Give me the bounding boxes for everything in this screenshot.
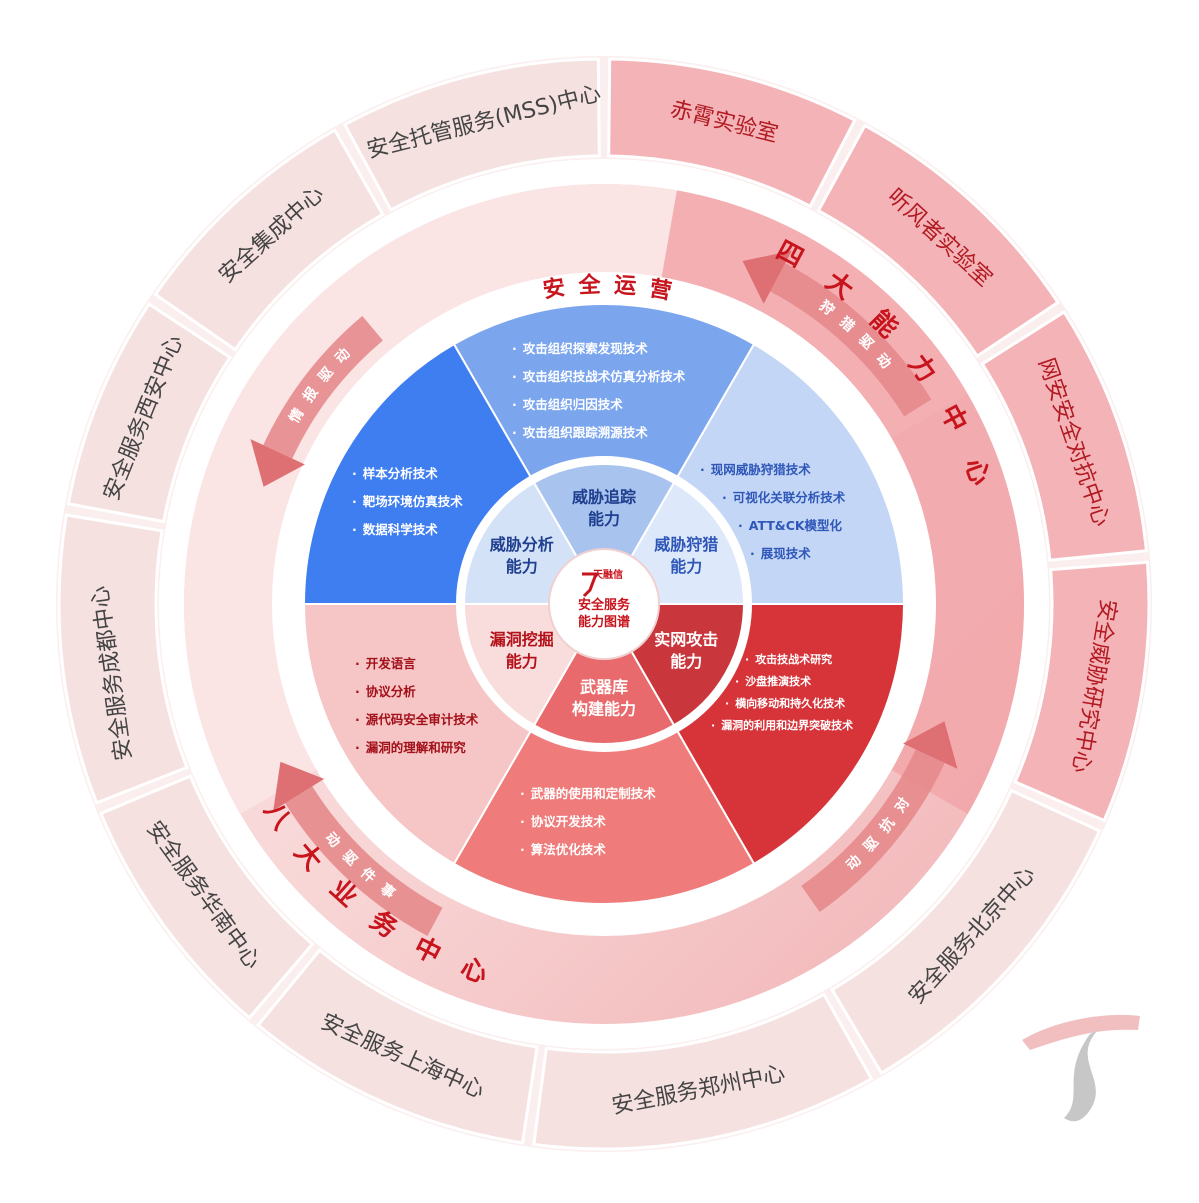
center-title: 安全服务 能力图谱 — [549, 597, 659, 631]
intel-driver-arrow-head — [250, 439, 305, 487]
tech-item: 协议开发技术 — [520, 808, 656, 836]
capability-segment — [532, 601, 676, 745]
tech-list-top: 攻击组织探索发现技术 攻击组织技战术仿真分析技术 攻击组织归因技术 攻击组织跟踪… — [512, 335, 686, 447]
security-ops-label-char: 安 — [541, 274, 567, 303]
capability-label: 能力 — [670, 652, 702, 671]
tech-item: 漏洞的利用和边界突破技术 — [711, 715, 853, 737]
outer-segment-red — [816, 123, 1061, 359]
event-driver-arrow-shaft — [285, 786, 443, 936]
middle-ring-band-right — [661, 190, 1025, 814]
tech-list-bottom: 武器的使用和定制技术 协议开发技术 算法优化技术 — [520, 780, 656, 864]
tech-list-right-lower: 攻击技战术研究 沙盘推演技术 横向移动和持久化技术 漏洞的利用和边界突破技术 — [721, 649, 853, 737]
capability-label: 能力 — [670, 557, 702, 576]
tech-item: 开发语言 — [355, 650, 478, 678]
center-hub — [548, 548, 660, 660]
outer-segment-grey — [66, 301, 233, 524]
tech-list-left-lower: 开发语言 协议分析 源代码安全审计技术 漏洞的理解和研究 — [355, 650, 479, 762]
outer-segment-grey — [532, 992, 874, 1151]
tech-item: 攻击组织跟踪溯源技术 — [512, 419, 685, 447]
outer-segment-grey — [255, 948, 539, 1145]
capability-segment — [532, 463, 676, 607]
tech-item: 攻击组织技战术仿真分析技术 — [512, 363, 686, 391]
confrontation-driver-arrow-shaft — [801, 749, 945, 913]
event-driver-arrow-head — [273, 761, 325, 811]
outer-segment-grey — [153, 128, 385, 352]
outer-segment-red — [607, 57, 857, 209]
security-ops-label-char: 全 — [577, 272, 602, 299]
center-title-line1: 安全服务 — [577, 598, 630, 613]
logo-mark — [582, 572, 599, 598]
outer-segment-grey — [342, 57, 601, 212]
tech-item: 攻击组织探索发现技术 — [512, 335, 685, 363]
watermark-logo — [1022, 1014, 1140, 1122]
outer-segment-red — [1013, 560, 1151, 823]
tech-item: 源代码安全审计技术 — [355, 706, 479, 734]
tech-item: 攻击组织归因技术 — [512, 391, 685, 419]
capability-label: 威胁追踪 — [572, 488, 636, 507]
watermark-stroke-red — [1022, 1014, 1140, 1050]
tech-list-left-upper: 样本分析技术 靶场环境仿真技术 数据科学技术 — [352, 460, 463, 544]
tech-item: 可视化关联分析技术 — [700, 484, 846, 512]
security-ops-label-char: 营 — [647, 276, 673, 305]
tech-item: 沙盘推演技术 — [735, 671, 853, 693]
confrontation-driver-arrow-head — [903, 721, 958, 769]
outer-segment-red — [980, 309, 1149, 562]
capability-label: 实网攻击 — [654, 630, 718, 649]
tech-item: 横向移动和持久化技术 — [725, 693, 853, 715]
tech-item: 展现技术 — [700, 540, 845, 568]
logo: 天融信 — [593, 566, 623, 581]
tech-item: ATT&CK模型化 — [700, 512, 845, 540]
hunting-driver-arrow-head — [742, 250, 792, 304]
intel-driver-arrow-shaft — [263, 315, 383, 459]
tech-item: 靶场环境仿真技术 — [352, 488, 463, 516]
outer-segment-grey — [829, 788, 1102, 1076]
security-ops-label: 安全运营 — [541, 272, 673, 305]
tech-item: 漏洞的理解和研究 — [355, 734, 478, 762]
capability-label: 构建能力 — [572, 700, 636, 719]
outer-segment-grey — [57, 513, 189, 805]
capability-label: 武器库 — [580, 678, 628, 697]
hunting-driver-arrow-shaft — [770, 263, 932, 417]
tech-item: 样本分析技术 — [352, 460, 463, 488]
tech-item: 算法优化技术 — [520, 836, 656, 864]
capability-label: 能力 — [588, 510, 620, 529]
tech-item: 现网威胁狩猎技术 — [700, 456, 845, 484]
tech-item: 数据科学技术 — [352, 516, 463, 544]
outer-segment-grey — [98, 774, 315, 1020]
tech-item: 攻击技战术研究 — [745, 649, 853, 671]
tech-list-right-upper: 现网威胁狩猎技术 可视化关联分析技术 ATT&CK模型化 展现技术 — [700, 456, 846, 568]
center-title-line2: 能力图谱 — [577, 615, 630, 630]
watermark-stroke-grey — [1064, 1030, 1098, 1122]
capability-label: 能力 — [506, 557, 538, 576]
capability-label: 能力 — [506, 652, 538, 671]
capability-label: 威胁分析 — [490, 535, 554, 554]
tech-item: 武器的使用和定制技术 — [520, 780, 656, 808]
logo-text: 天融信 — [593, 570, 623, 581]
capability-label: 漏洞挖掘 — [490, 630, 554, 649]
tech-item: 协议分析 — [355, 678, 478, 706]
security-ops-label-char: 运 — [613, 273, 637, 299]
